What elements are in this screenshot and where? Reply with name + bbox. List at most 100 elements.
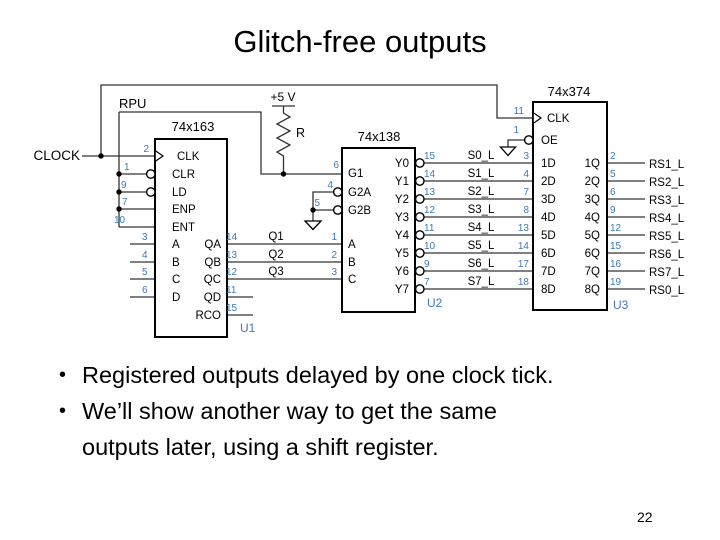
pin-number: 17 xyxy=(518,259,530,270)
clock-to-register-wire xyxy=(100,84,533,156)
signal-label-rs6: RS6_L xyxy=(649,249,685,261)
pin-number: 13 xyxy=(226,250,238,261)
u3-pin-name-1d: 1D xyxy=(541,158,556,170)
pin-number: 15 xyxy=(424,151,436,162)
pin-number: 12 xyxy=(424,205,436,216)
page-title: Glitch-free outputs xyxy=(233,24,487,59)
u3-pin-name-8d: 8D xyxy=(541,284,556,296)
pin-number: 5 xyxy=(314,198,320,209)
u2-pin-name-g1: G1 xyxy=(348,168,363,180)
u3-pin-name-5q: 5Q xyxy=(585,230,600,242)
signal-label-s5: S5_L xyxy=(468,240,495,252)
u1-ref: U1 xyxy=(240,321,256,335)
bullet-line: outputs later, using a shift register. xyxy=(82,434,439,460)
u3-pin-name-7d: 7D xyxy=(541,266,556,278)
pin-number: 14 xyxy=(424,169,436,180)
signal-label-s2: S2_L xyxy=(468,186,495,198)
u1-pin-name-clk: CLK xyxy=(177,151,200,163)
rpu-net-label: RPU xyxy=(119,96,146,111)
u1-pin-name-qc: QC xyxy=(204,274,221,286)
signal-label-rs2: RS2_L xyxy=(649,177,685,189)
u3-pin-name-6d: 6D xyxy=(541,248,556,260)
u3-pin-name-8q: 8Q xyxy=(585,284,600,296)
u2-g2b-bubble xyxy=(332,205,343,215)
bullet-list: • Registered outputs delayed by one cloc… xyxy=(56,357,656,465)
pin-number: 3 xyxy=(142,232,148,243)
signal-label-s0: S0_L xyxy=(468,150,495,162)
u3-pin-name-4q: 4Q xyxy=(585,212,600,224)
clock-signal-label: CLOCK xyxy=(33,148,80,163)
pin-number: 6 xyxy=(610,187,616,198)
pin-number: 2 xyxy=(610,151,616,162)
pin-number: 4 xyxy=(523,169,529,180)
pin-number: 1 xyxy=(124,162,130,173)
u1-pin-name-clr: CLR xyxy=(172,169,195,181)
u3-pin-name-2q: 2Q xyxy=(585,176,600,188)
u3-pin-name-clk: CLK xyxy=(547,113,570,125)
pin-number: 7 xyxy=(523,187,529,198)
u2-pin-name-y5: Y5 xyxy=(395,248,409,260)
signal-label-rs1: RS1_L xyxy=(649,159,685,171)
bullet-item: • We’ll show another way to get the same… xyxy=(56,393,656,465)
u3-oe-bubble xyxy=(523,135,534,145)
u1-pin-name-ld: LD xyxy=(172,187,187,199)
pin-number: 3 xyxy=(523,151,529,162)
pin-number: 9 xyxy=(424,259,430,270)
wires xyxy=(82,84,645,316)
u2-pin-name-a: A xyxy=(348,239,356,251)
pin-number: 4 xyxy=(327,180,333,191)
signal-label-s6: S6_L xyxy=(468,258,495,270)
pin-number: 11 xyxy=(226,285,237,296)
pin-number: 11 xyxy=(424,223,435,234)
pin-number: 1 xyxy=(513,125,519,136)
signal-label-rs5: RS5_L xyxy=(649,231,685,243)
u2-part-number: 74x138 xyxy=(358,129,401,144)
u2-y6-bubble xyxy=(414,266,425,276)
chip-u1-74x163 xyxy=(154,138,228,338)
pin-number: 12 xyxy=(610,223,622,234)
u3-clock-triangle-icon xyxy=(533,112,543,124)
u2-ref: U2 xyxy=(427,296,443,310)
u2-y1-bubble xyxy=(414,176,425,186)
u2-y2-bubble xyxy=(414,194,425,204)
pin-number: 11 xyxy=(514,106,525,117)
u1-pin-name-rco: RCO xyxy=(195,310,221,322)
g2b-wire xyxy=(312,209,334,221)
ground-symbols xyxy=(303,146,517,231)
u2-g2a-bubble xyxy=(332,187,343,197)
bullet-line: We’ll show another way to get the same xyxy=(82,398,497,424)
u3-pin-name-6q: 6Q xyxy=(585,248,600,260)
u2-pin-name-y6: Y6 xyxy=(395,266,409,278)
pin-number: 15 xyxy=(610,241,622,252)
signal-label-s7: S7_L xyxy=(468,276,495,288)
signal-label-rs7: RS7_L xyxy=(649,267,685,279)
vcc-label: +5 V xyxy=(270,90,295,104)
u1-pin-name-b: B xyxy=(172,257,180,269)
pin-number: 16 xyxy=(610,259,622,270)
pin-number: 13 xyxy=(518,223,530,234)
pin-number: 2 xyxy=(331,250,337,261)
u3-part-number: 74x374 xyxy=(548,84,591,99)
u3-pin-name-oe: OE xyxy=(541,135,558,147)
pin-number: 4 xyxy=(142,250,148,261)
pin-number: 6 xyxy=(333,160,339,171)
u2-pin-name-y1: Y1 xyxy=(395,176,409,188)
u1-part-number: 74x163 xyxy=(172,119,215,134)
pin-number: 2 xyxy=(143,144,149,155)
u2-y0-bubble xyxy=(414,158,425,168)
u3-pin-name-3q: 3Q xyxy=(585,194,600,206)
u2-pin-name-y3: Y3 xyxy=(395,212,409,224)
u3-pin-name-4d: 4D xyxy=(541,212,556,224)
inversion-bubbles xyxy=(145,135,534,294)
pin-number: 19 xyxy=(610,277,622,288)
signal-label-q3: Q3 xyxy=(268,266,283,278)
bullet-glyph: • xyxy=(59,364,67,386)
u2-pin-name-y4: Y4 xyxy=(395,230,410,242)
junction-dots xyxy=(98,153,316,213)
u1-clock-triangle-icon xyxy=(155,150,165,162)
u2-pin-name-y2: Y2 xyxy=(395,194,409,206)
u1-pin-name-enp: ENP xyxy=(172,204,196,216)
u2-y3-bubble xyxy=(414,212,425,222)
